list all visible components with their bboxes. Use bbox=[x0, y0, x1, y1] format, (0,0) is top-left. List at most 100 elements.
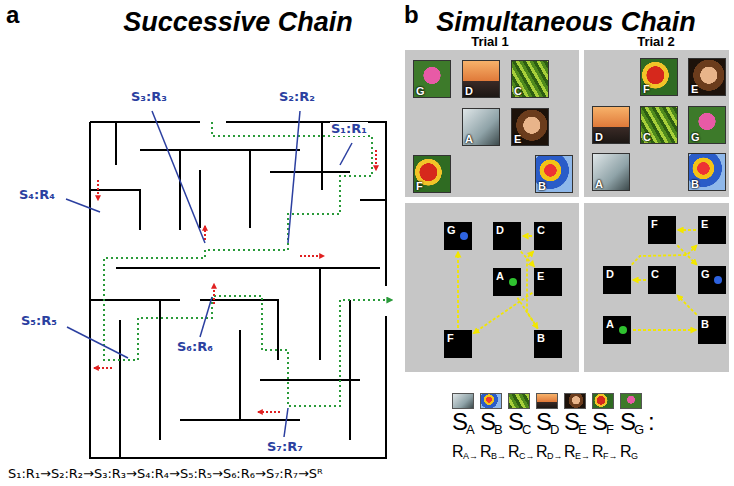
stimulus-photo: A bbox=[592, 153, 630, 191]
stimulus-photo: G bbox=[688, 106, 726, 144]
stimulus-thumbnail bbox=[620, 393, 642, 409]
item-letter: D bbox=[606, 268, 614, 280]
stimulus-thumbnail bbox=[480, 393, 502, 409]
stimulus-symbol: S bbox=[536, 409, 552, 435]
stimulus-photo: C bbox=[640, 106, 678, 144]
stimulus-thumbnail bbox=[564, 393, 586, 409]
response-subscript: A→ bbox=[463, 452, 478, 462]
item-letter: A bbox=[606, 318, 614, 330]
panel-letter: b bbox=[404, 2, 419, 28]
stimulus-subscript: A bbox=[466, 423, 475, 437]
panel-heading: Simultaneous Chain bbox=[436, 8, 696, 38]
maze-walls bbox=[90, 122, 386, 458]
formula-colon: : bbox=[648, 409, 655, 435]
stimulus-photo: D bbox=[462, 60, 500, 98]
sequence-arrow bbox=[633, 329, 696, 331]
response-symbol: R bbox=[480, 443, 492, 461]
stimulus-photo: E bbox=[688, 58, 726, 96]
stimulus-location: C bbox=[648, 266, 676, 294]
item-letter: G bbox=[447, 224, 456, 236]
stimulus-photo: C bbox=[511, 60, 549, 98]
response-symbol: R bbox=[564, 443, 576, 461]
step-label: S₅:R₅ bbox=[20, 314, 58, 328]
item-letter: C bbox=[651, 268, 659, 280]
stimulus-location: F bbox=[648, 216, 676, 244]
stimulus-photo: B bbox=[535, 155, 573, 193]
stimulus-photo: F bbox=[640, 58, 678, 96]
step-label: S₁:R₁ bbox=[330, 122, 368, 136]
item-letter: A bbox=[595, 178, 603, 190]
panel-letter: a bbox=[6, 2, 19, 28]
step-label: S₆:R₆ bbox=[176, 340, 214, 354]
item-letter: B bbox=[537, 332, 545, 344]
response-subscript: B→ bbox=[491, 452, 506, 462]
sequence-arrow bbox=[632, 245, 697, 264]
item-letter: E bbox=[514, 133, 521, 145]
leader-lines bbox=[66, 111, 352, 437]
stimulus-location: A bbox=[603, 316, 631, 344]
stimulus-symbol: S bbox=[564, 409, 580, 435]
response-subscript: F→ bbox=[603, 452, 618, 462]
stimulus-thumbnail bbox=[592, 393, 614, 409]
sequence-arrow bbox=[677, 295, 696, 314]
chain-formula: S₁:R₁→S₂:R₂→S₃:R₃→S₄:R₄→S₅:R₅→S₆:R₆→S₇:R… bbox=[8, 467, 323, 481]
step-label: S₇:R₇ bbox=[266, 440, 304, 454]
step-label: S₄:R₄ bbox=[18, 188, 56, 202]
item-letter: B bbox=[691, 178, 699, 190]
item-letter: D bbox=[465, 85, 473, 97]
sequence-arrow bbox=[633, 279, 646, 281]
item-letter: G bbox=[701, 268, 710, 280]
stimulus-location: B bbox=[698, 316, 726, 344]
item-letter: A bbox=[465, 133, 473, 145]
stimulus-location: G bbox=[444, 222, 472, 250]
trial-label: Trial 1 bbox=[471, 35, 509, 49]
response-subscript: G bbox=[631, 452, 638, 462]
stimulus-symbol: S bbox=[592, 409, 608, 435]
stimulus-subscript: C bbox=[522, 423, 531, 437]
item-letter: C bbox=[514, 85, 522, 97]
item-letter: E bbox=[691, 83, 698, 95]
item-letter: F bbox=[643, 83, 650, 95]
sequence-arrow bbox=[678, 229, 696, 231]
item-letter: F bbox=[447, 332, 454, 344]
stimulus-symbol: S bbox=[620, 409, 636, 435]
start-dot bbox=[509, 278, 517, 286]
stimulus-location: F bbox=[444, 330, 472, 358]
response-symbol: R bbox=[536, 443, 548, 461]
response-symbol: R bbox=[592, 443, 604, 461]
stimulus-photo: E bbox=[511, 108, 549, 146]
stimulus-location: B bbox=[534, 330, 562, 358]
sequence-arrow bbox=[457, 252, 459, 328]
item-letter: A bbox=[496, 270, 504, 282]
stimulus-photo: G bbox=[413, 60, 451, 98]
sequence-arrow bbox=[523, 235, 532, 237]
stimulus-thumbnail bbox=[452, 393, 474, 409]
end-dot bbox=[714, 276, 722, 284]
item-letter: G bbox=[416, 85, 425, 97]
item-letter: F bbox=[651, 218, 658, 230]
stimulus-subscript: F bbox=[606, 423, 614, 437]
trial-label: Trial 2 bbox=[637, 35, 675, 49]
panel-heading: Successive Chain bbox=[123, 8, 353, 38]
stimulus-photo: A bbox=[462, 108, 500, 146]
stimulus-thumbnail bbox=[536, 393, 558, 409]
stimulus-photo: B bbox=[688, 153, 726, 191]
stimulus-location: C bbox=[534, 222, 562, 250]
sequence-arrow bbox=[521, 252, 534, 267]
stimulus-subscript: B bbox=[494, 423, 503, 437]
step-label: S₂:R₂ bbox=[278, 90, 316, 104]
item-letter: F bbox=[416, 180, 423, 192]
sequence-arrow bbox=[474, 293, 533, 333]
response-symbol: R bbox=[508, 443, 520, 461]
item-letter: B bbox=[701, 318, 709, 330]
response-symbol: R bbox=[620, 443, 632, 461]
item-letter: C bbox=[537, 224, 545, 236]
item-letter: B bbox=[538, 180, 546, 192]
stimulus-location: G bbox=[698, 266, 726, 294]
stimulus-symbol: S bbox=[508, 409, 524, 435]
stimulus-photo: D bbox=[592, 106, 630, 144]
stimulus-subscript: G bbox=[634, 423, 644, 437]
item-letter: G bbox=[691, 131, 700, 143]
response-arrows bbox=[94, 150, 376, 412]
